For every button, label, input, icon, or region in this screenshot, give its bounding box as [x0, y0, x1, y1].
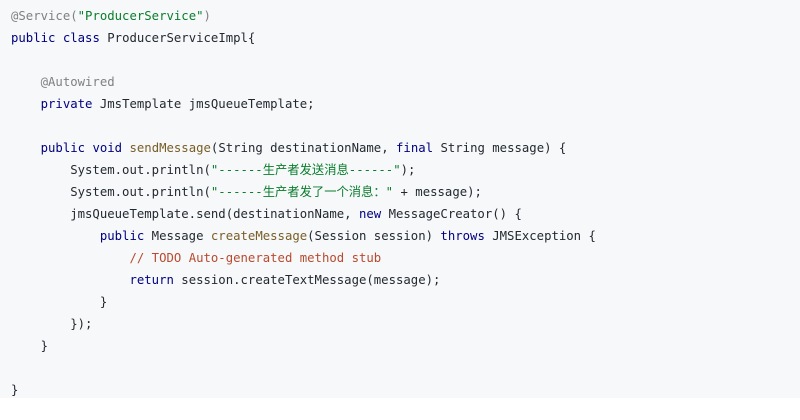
- code-line: System.out.println("------生产者发了一个消息：" + …: [11, 181, 482, 203]
- code-annotation: @Service(: [11, 9, 78, 23]
- code-keyword: private: [40, 97, 93, 111]
- code-text: [11, 141, 41, 155]
- code-text: System.out.println(: [11, 185, 211, 199]
- code-keyword: throws: [440, 229, 485, 243]
- code-keyword: final: [396, 141, 434, 155]
- code-text: Message: [144, 229, 211, 243]
- code-line: });: [11, 313, 92, 335]
- code-text: jmsQueueTemplate.send(destinationName,: [11, 207, 359, 221]
- code-line: @Service("ProducerService"): [11, 5, 211, 27]
- code-keyword: void: [92, 141, 123, 155]
- code-text: JmsTemplate jmsQueueTemplate;: [92, 97, 315, 111]
- code-text: + message);: [393, 185, 482, 199]
- code-keyword: class: [62, 31, 100, 45]
- code-line: @Autowired: [11, 71, 115, 93]
- code-keyword: public: [99, 229, 145, 243]
- code-text: [11, 97, 41, 111]
- code-line: }: [11, 379, 18, 398]
- code-string: "------生产者发送消息------": [210, 163, 401, 177]
- code-text: System.out.println(: [11, 163, 211, 177]
- code-text: (String destinationName,: [210, 141, 397, 155]
- code-text: }: [11, 339, 49, 353]
- code-block: @Service("ProducerService")public class …: [11, 5, 596, 398]
- code-line: public class ProducerServiceImpl{: [11, 27, 255, 49]
- code-line: System.out.println("------生产者发送消息------"…: [11, 159, 415, 181]
- code-annotation: ): [203, 9, 211, 23]
- code-string: "ProducerService": [77, 9, 204, 23]
- page-bottom-area: [0, 398, 800, 420]
- code-text: });: [11, 317, 93, 331]
- code-keyword: public: [40, 141, 86, 155]
- code-text: }: [11, 295, 108, 309]
- code-keyword: new: [358, 207, 382, 221]
- code-string: "------生产者发了一个消息：": [210, 185, 394, 199]
- code-line: private JmsTemplate jmsQueueTemplate;: [11, 93, 315, 115]
- code-text: );: [400, 163, 416, 177]
- code-text: [11, 229, 100, 243]
- code-text: [11, 251, 129, 265]
- code-keyword: return: [129, 273, 174, 287]
- code-text: }: [11, 383, 19, 397]
- code-text: JMSException {: [484, 229, 596, 243]
- code-line: jmsQueueTemplate.send(destinationName, n…: [11, 203, 522, 225]
- code-line: }: [11, 291, 107, 313]
- code-line: return session.createTextMessage(message…: [11, 269, 440, 291]
- code-text: MessageCreator() {: [381, 207, 522, 221]
- code-comment: // TODO Auto-generated method stub: [129, 251, 382, 265]
- code-text: [11, 273, 129, 287]
- code-line: public Message createMessage(Session ses…: [11, 225, 596, 247]
- code-line: public void sendMessage(String destinati…: [11, 137, 567, 159]
- code-method-name: sendMessage: [129, 141, 211, 155]
- code-text: session.createTextMessage(message);: [173, 273, 441, 287]
- code-text: (Session session): [307, 229, 441, 243]
- code-line: // TODO Auto-generated method stub: [11, 247, 381, 269]
- code-text: String message) {: [433, 141, 567, 155]
- code-text: ProducerServiceImpl{: [99, 31, 256, 45]
- code-text: [55, 31, 62, 45]
- code-keyword: public: [11, 31, 56, 45]
- code-method-name: createMessage: [210, 229, 308, 243]
- code-line: }: [11, 335, 48, 357]
- code-annotation: @Autowired: [11, 75, 115, 89]
